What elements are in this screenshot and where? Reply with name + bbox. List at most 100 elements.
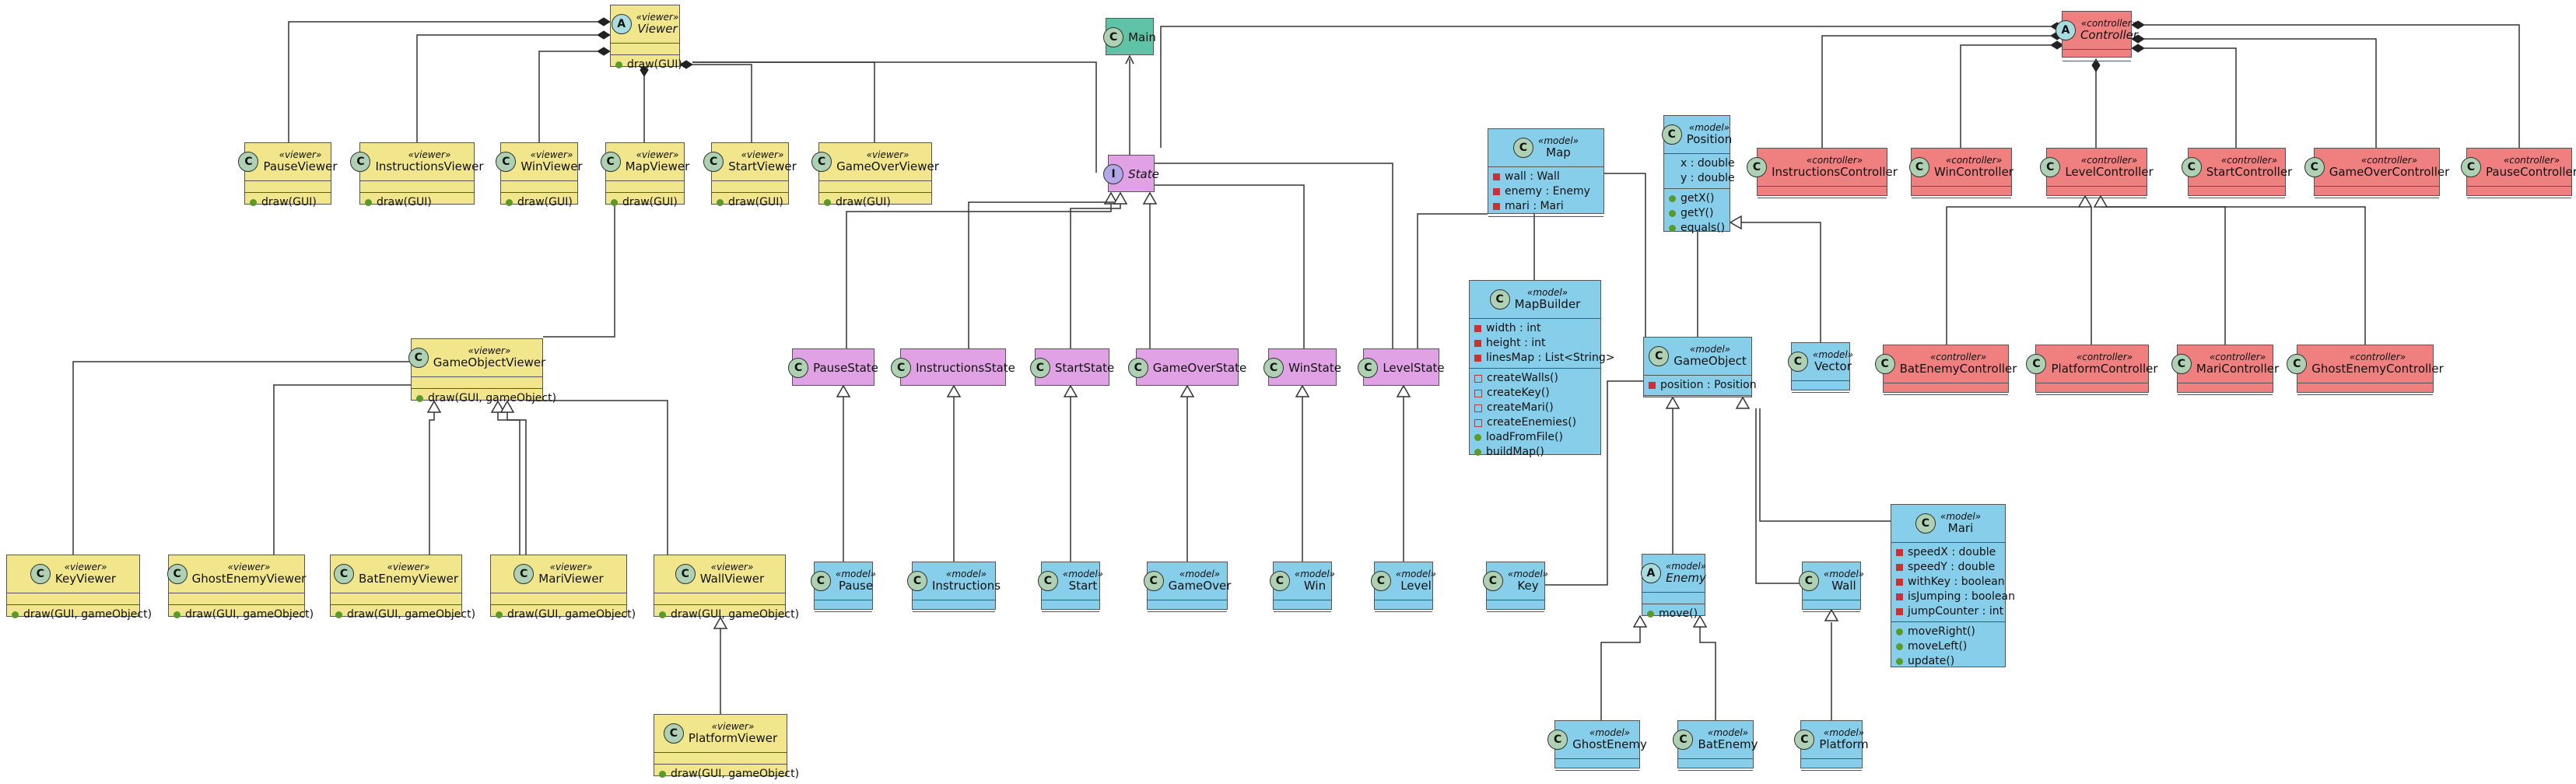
- inheritance-arrowhead: [1729, 215, 1742, 230]
- inheritance-arrowhead: [2077, 194, 2093, 208]
- member-text: draw(GUI): [627, 58, 682, 71]
- class-icon: C: [1874, 354, 1895, 374]
- relation-line: [2144, 38, 2377, 148]
- class-header: C«viewer»MariViewer: [491, 555, 626, 593]
- class-ghost-enemy: C«model»GhostEnemy: [1547, 720, 1647, 771]
- class-header: C«viewer»PlatformViewer: [654, 715, 787, 752]
- methods-compartment: draw(GUI): [360, 192, 474, 212]
- class-name: PauseController: [2486, 165, 2576, 180]
- relation-line: [1946, 206, 2082, 345]
- methods-compartment: draw(GUI): [819, 192, 931, 212]
- private-icon: [1474, 340, 1481, 347]
- attributes-compartment: [2063, 49, 2131, 61]
- attributes-compartment: [2036, 383, 2148, 394]
- member-text: moveLeft(): [1908, 640, 1968, 653]
- class-header: C«controller»GameOverController: [2304, 149, 2449, 186]
- methods-compartment: [2063, 61, 2131, 72]
- inheritance-arrowhead: [1396, 384, 1411, 397]
- class-start-controller: C«controller»StartController: [2181, 148, 2292, 198]
- class-name: LevelState: [1383, 360, 1445, 375]
- attributes-compartment: [1884, 383, 2008, 394]
- stereotype-label: «controller»: [2220, 155, 2278, 166]
- public-icon: [717, 199, 724, 206]
- method: createWalls(): [1474, 371, 1596, 386]
- public-icon: [12, 611, 19, 618]
- method: draw(GUI, gameObject): [335, 607, 475, 622]
- member-text: draw(GUI, gameObject): [671, 608, 800, 621]
- stereotype-label: «model»: [945, 569, 987, 580]
- class-icon: C: [1103, 27, 1124, 47]
- member-text: createMari(): [1487, 401, 1554, 414]
- class-icon: C: [788, 358, 809, 378]
- public-icon: [506, 199, 513, 206]
- methods-compartment: draw(GUI): [712, 192, 788, 212]
- private-icon: [1493, 173, 1500, 180]
- methods-compartment: [2467, 198, 2571, 209]
- class-header: C«model»Mari: [1891, 505, 2005, 542]
- private-icon: [1474, 389, 1482, 397]
- method: draw(GUI): [250, 195, 326, 210]
- public-icon: [611, 199, 618, 206]
- method: draw(GUI, gameObject): [416, 391, 556, 406]
- attributes-compartment: [2178, 383, 2273, 394]
- class-icon: C: [810, 571, 831, 591]
- stereotype-label: «viewer»: [549, 562, 593, 573]
- member-text: update(): [1908, 655, 1955, 667]
- public-icon: [824, 199, 831, 206]
- attributes-compartment: [1555, 758, 1639, 770]
- methods-compartment: draw(GUI, gameObject): [654, 604, 799, 625]
- attribute: wall : Wall: [1493, 170, 1599, 184]
- attributes-compartment: [169, 593, 304, 604]
- class-header: C«model»Wall: [1798, 562, 1864, 600]
- method: draw(GUI): [615, 58, 682, 72]
- member-text: draw(GUI): [377, 196, 432, 208]
- relation-line: [2107, 206, 2366, 345]
- class-header: C«model»Start: [1037, 562, 1103, 600]
- stereotype-label: «viewer»: [468, 345, 511, 357]
- class-header: C«viewer»WallViewer: [654, 555, 785, 593]
- public-icon: [1896, 658, 1903, 665]
- member-text: draw(GUI, gameObject): [185, 608, 314, 621]
- methods-compartment: [1912, 198, 2011, 209]
- class-header: C«viewer»BatEnemyViewer: [331, 555, 461, 593]
- class-icon: C: [1263, 358, 1284, 378]
- class-header: C«controller»StartController: [2181, 149, 2292, 186]
- methods-compartment: [815, 611, 872, 623]
- stereotype-label: «model»: [1665, 561, 1707, 572]
- class-name: MariViewer: [538, 572, 604, 586]
- stereotype-label: «model»: [835, 569, 877, 580]
- class-header: C«controller»WinController: [1909, 149, 2013, 186]
- method: draw(GUI, gameObject): [12, 607, 152, 622]
- class-icon: C: [1915, 513, 1936, 534]
- method: draw(GUI, gameObject): [659, 607, 799, 622]
- composition-diamond: [679, 60, 693, 69]
- stereotype-label: «model»: [1823, 569, 1865, 580]
- class-header: C«model»Level: [1370, 562, 1436, 600]
- methods-compartment: draw(GUI, gameObject): [7, 604, 152, 625]
- method: move(): [1647, 607, 1700, 621]
- attributes-compartment: [1042, 600, 1099, 611]
- attributes-compartment: [412, 376, 542, 388]
- class-controller: A«controller»Controller: [2055, 11, 2138, 61]
- attribute: y : double: [1669, 171, 1735, 186]
- relation-line: [288, 21, 598, 142]
- class-name: State: [1128, 166, 1159, 181]
- class-name: PauseState: [813, 360, 878, 375]
- attributes-compartment: [1758, 186, 1887, 198]
- relation-line: [1699, 627, 1716, 720]
- inheritance-arrowhead: [2093, 194, 2108, 208]
- class-name: Enemy: [1666, 571, 1706, 586]
- methods-compartment: [2315, 198, 2439, 209]
- stereotype-label: «viewer»: [387, 562, 430, 573]
- class-header: C«viewer»InstructionsViewer: [350, 143, 484, 180]
- class-icon: C: [1661, 124, 1682, 145]
- methods-compartment: [1884, 394, 2008, 406]
- class-header: C«viewer»MapViewer: [600, 143, 689, 180]
- relation-line: [1821, 35, 2051, 148]
- relation-line: [968, 201, 1114, 348]
- attribute: width : int: [1474, 321, 1596, 336]
